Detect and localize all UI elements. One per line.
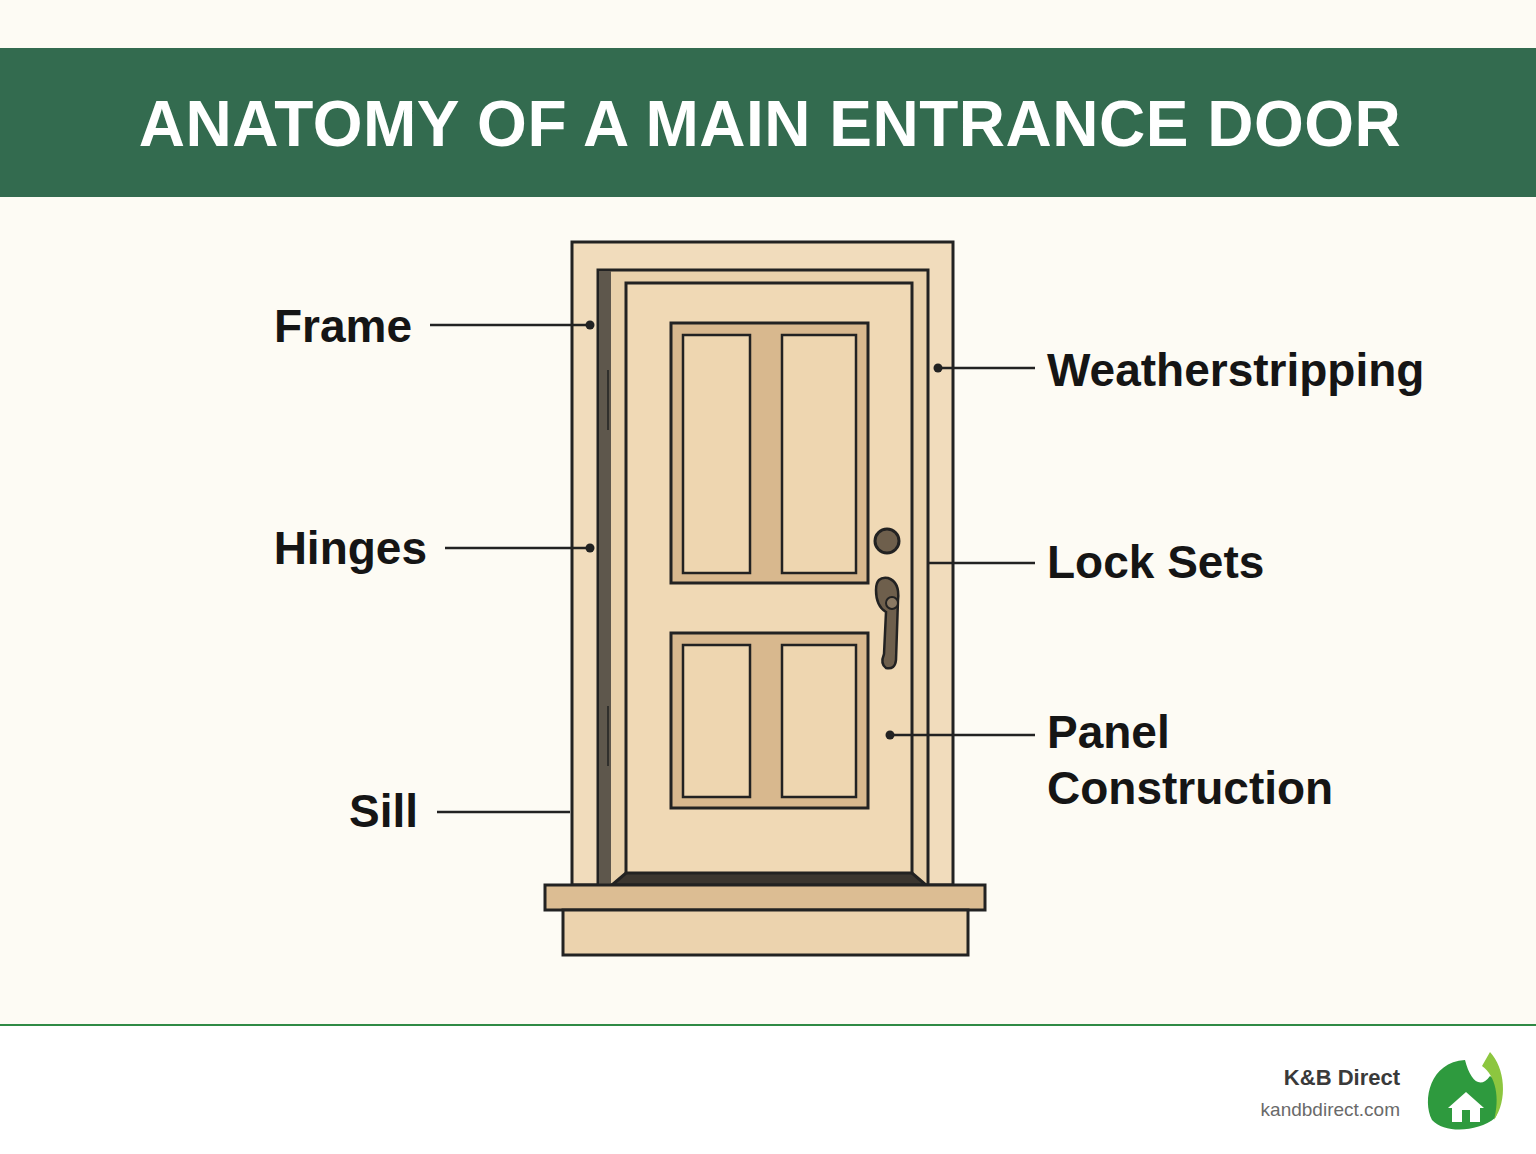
handle-boss <box>886 597 898 609</box>
sill-base <box>563 910 968 955</box>
hinge-mark <box>607 370 609 430</box>
leader-dot <box>886 731 895 740</box>
part-label: Lock Sets <box>1047 534 1264 590</box>
threshold <box>612 873 926 885</box>
leader-line <box>430 324 588 327</box>
part-label: Weatherstripping <box>1047 342 1424 398</box>
logo-house <box>1448 1092 1484 1122</box>
logo-leaf <box>1482 1052 1503 1120</box>
panel-inset <box>683 645 750 797</box>
handle <box>876 578 898 669</box>
leader-line <box>890 734 1035 737</box>
leader-dot <box>586 544 595 553</box>
brand-name: K&B Direct <box>1284 1065 1400 1091</box>
lower-panel <box>671 633 868 808</box>
door-frame <box>572 242 953 885</box>
leader-dot <box>586 321 595 330</box>
brand-logo <box>1428 1052 1503 1130</box>
panel-inset <box>683 335 750 573</box>
part-label: Hinges <box>274 520 427 576</box>
leader-line <box>445 547 588 550</box>
panel-inset <box>782 335 856 573</box>
footer-ground <box>0 1026 1536 1154</box>
part-label: Sill <box>349 783 418 839</box>
title-text: ANATOMY OF A MAIN ENTRANCE DOOR <box>139 87 1401 161</box>
part-label: Frame <box>274 298 412 354</box>
leader-dot <box>934 364 943 373</box>
sill-top <box>545 885 985 910</box>
frame-inner <box>598 270 928 885</box>
hinge-strip <box>599 271 611 885</box>
door-slab <box>626 283 912 880</box>
footer-rule <box>0 1024 1536 1026</box>
door <box>545 242 985 955</box>
panel-inset <box>782 645 856 797</box>
part-label: Panel Construction <box>1047 704 1377 816</box>
hinge-mark <box>607 706 609 766</box>
title-band <box>0 48 1536 197</box>
upper-panel <box>671 323 868 583</box>
brand-url: kandbdirect.com <box>1261 1099 1400 1121</box>
leader-line <box>928 562 1035 565</box>
leader-lines <box>430 321 1035 813</box>
logo-door <box>1462 1110 1470 1122</box>
deadbolt <box>875 529 899 553</box>
leader-line <box>437 811 570 814</box>
leader-line <box>938 367 1035 370</box>
